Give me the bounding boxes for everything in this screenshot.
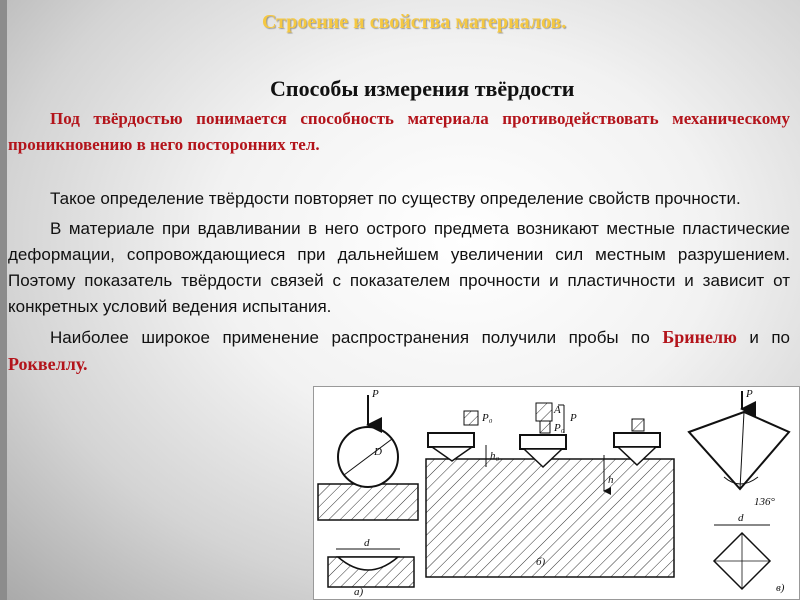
hardness-test-diagram: P D d а) P₀ h₀ A P₀ P h б) P 136° d в) [317, 388, 791, 598]
label-preload-2: P₀ [553, 422, 565, 434]
slide-header-title: Строение и свойства материалов. [262, 11, 567, 33]
body-text: Такое определение твёрдости повторяет по… [8, 186, 790, 382]
ball-diameter-line [343, 438, 393, 476]
brinell-term: Бринелю [662, 327, 737, 347]
label-angle: 136° [754, 496, 776, 508]
paragraph-methods: Наиболее широкое применение распростране… [8, 324, 790, 378]
indenter-cone-3 [616, 446, 658, 467]
section-title: Способы измерения твёрдости [270, 76, 575, 101]
brinell-diagram [317, 395, 419, 588]
label-force-c: P [745, 388, 753, 400]
vickers-diagram [687, 391, 791, 591]
rockwell-term: Роквеллу. [8, 354, 88, 374]
brinell-specimen [317, 483, 419, 521]
label-part-a: а) [354, 586, 364, 598]
indenter-holder-2 [519, 434, 567, 450]
label-preload-1: P₀ [481, 412, 493, 424]
rockwell-diagram [425, 402, 675, 578]
label-part-c: в) [776, 582, 785, 594]
label-part-b: б) [536, 556, 546, 568]
indenter-holder-1 [427, 432, 475, 448]
label-force-b: P [569, 412, 577, 424]
preload-weight-3 [631, 418, 645, 432]
preload-weight-1 [463, 410, 479, 426]
angle-arc [723, 476, 759, 485]
pyramid-edge [739, 411, 745, 490]
label-main-load: A [553, 404, 561, 416]
label-force-a: P [371, 388, 379, 400]
hardness-test-figure: P D d а) P₀ h₀ A P₀ P h б) P 136° d в) [313, 386, 800, 600]
paragraph-deformation: В материале при вдавливании в него остро… [8, 219, 790, 316]
hardness-definition: Под твёрдостью понимается способность ма… [8, 109, 790, 154]
label-h0: h₀ [490, 450, 500, 462]
paragraph-strength: Такое определение твёрдости повторяет по… [50, 189, 741, 208]
preload-weight-2 [539, 420, 551, 434]
left-accent-bar [0, 0, 7, 600]
indenter-cone-1 [429, 446, 475, 462]
label-h: h [608, 474, 614, 486]
brinell-indentation [335, 556, 401, 571]
indenter-cone-2 [522, 448, 564, 469]
methods-text: Наиболее широкое применение распростране… [50, 328, 650, 347]
and-text: и по [736, 328, 790, 347]
main-load-weight [535, 402, 553, 422]
label-indent-d-c: d [738, 512, 744, 524]
label-ball-diameter: D [373, 446, 382, 458]
rockwell-specimen [425, 458, 675, 578]
indenter-holder-3 [613, 432, 661, 448]
vickers-pyramid [687, 410, 791, 491]
label-indent-d-a: d [364, 537, 370, 549]
